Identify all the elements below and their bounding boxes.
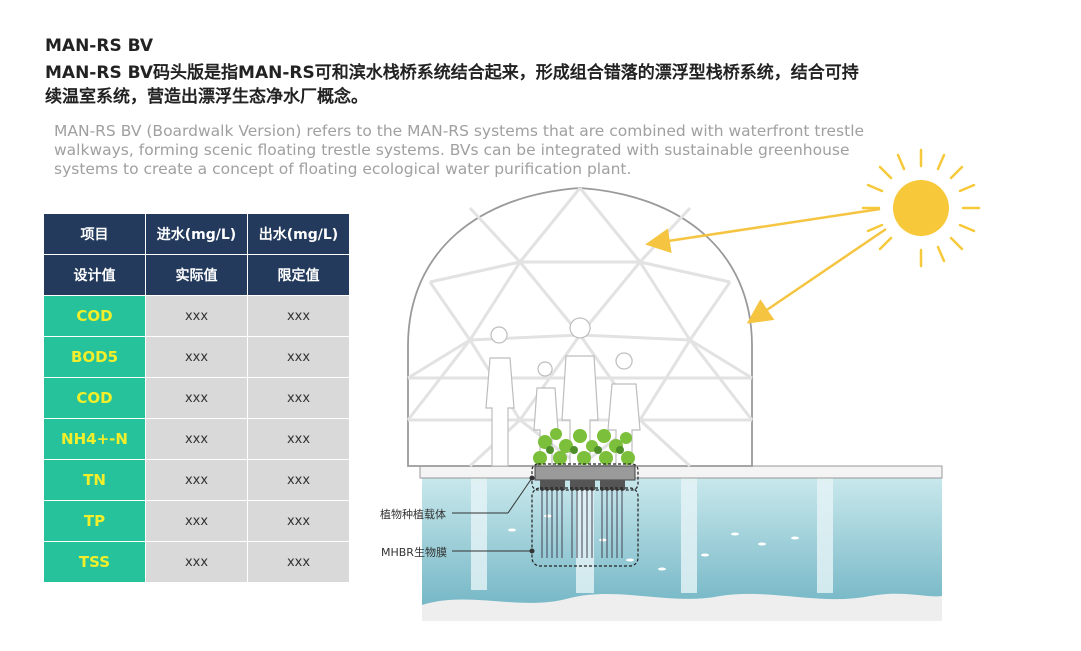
outflow-cell: xxx xyxy=(247,336,350,378)
page-title: MAN-RS BV xyxy=(45,36,154,56)
description-en: MAN-RS BV (Boardwalk Version) refers to … xyxy=(54,122,865,178)
sun-icon xyxy=(861,148,981,268)
table-header-row-2: 设计值 实际值 限定值 xyxy=(43,254,350,296)
outflow-cell: xxx xyxy=(247,295,350,337)
table-row: COD xxx xxx xyxy=(43,295,350,337)
pillar xyxy=(681,478,697,593)
table-row: TSS xxx xxx xyxy=(43,541,350,583)
table-row: TN xxx xxx xyxy=(43,459,350,501)
seabed xyxy=(422,593,942,621)
label-planter: 植物种植载体 xyxy=(380,508,446,521)
water-quality-table: 项目 进水(mg/L) 出水(mg/L) 设计值 实际值 限定值 COD xxx… xyxy=(43,213,350,583)
sun-ray-arrows xyxy=(645,207,887,324)
inflow-cell: xxx xyxy=(145,541,248,583)
mhbr-membrane-roots xyxy=(541,490,623,558)
pillar xyxy=(576,478,594,593)
outflow-cell: xxx xyxy=(247,541,350,583)
param-cell: COD xyxy=(43,295,146,337)
pillar xyxy=(817,478,833,593)
inflow-cell: xxx xyxy=(145,500,248,542)
param-cell: COD xyxy=(43,377,146,419)
planter-units xyxy=(534,465,636,490)
callout-leaders xyxy=(452,475,535,554)
table-row: TP xxx xxx xyxy=(43,500,350,542)
table-header-cell: 出水(mg/L) xyxy=(247,213,350,255)
param-cell: TSS xyxy=(43,541,146,583)
inflow-cell: xxx xyxy=(145,377,248,419)
outflow-cell: xxx xyxy=(247,500,350,542)
inflow-cell: xxx xyxy=(145,418,248,460)
inflow-cell: xxx xyxy=(145,336,248,378)
pillar xyxy=(471,478,487,590)
outflow-cell: xxx xyxy=(247,418,350,460)
inflow-cell: xxx xyxy=(145,459,248,501)
membrane-callout-box xyxy=(531,487,639,567)
param-cell: TP xyxy=(43,500,146,542)
table-row: COD xxx xxx xyxy=(43,377,350,419)
table-row: NH4+-N xxx xxx xyxy=(43,418,350,460)
outflow-cell: xxx xyxy=(247,459,350,501)
fish-icons xyxy=(508,514,799,571)
table-header-cell: 实际值 xyxy=(145,254,248,296)
water-body xyxy=(422,478,942,621)
plants-icon xyxy=(533,428,635,465)
page-subtitle-cn: MAN-RS BV码头版是指MAN-RS可和滨水栈桥系统结合起来，形成组合错落的… xyxy=(45,63,859,107)
outflow-cell: xxx xyxy=(247,377,350,419)
boardwalk-deck xyxy=(419,465,943,479)
table-header-cell: 限定值 xyxy=(247,254,350,296)
label-membrane: MHBR生物膜 xyxy=(381,546,447,559)
geodesic-dome-icon xyxy=(406,187,754,468)
